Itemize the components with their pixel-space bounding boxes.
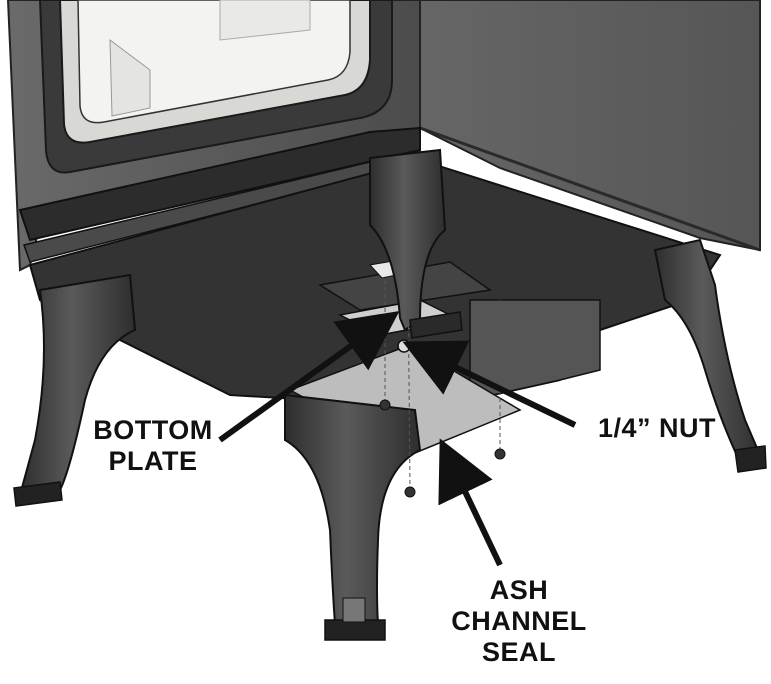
label-nut-text: 1/4” NUT: [597, 413, 717, 443]
nut-marker: [397, 339, 411, 353]
leader-arrows: [218, 310, 577, 567]
stove-door: [38, 0, 393, 174]
left-leg: [13, 273, 137, 507]
label-bottom-plate-line-2: PLATE: [108, 446, 198, 476]
stove-front-rail: [18, 126, 421, 263]
arrow-ash-channel-seal: [438, 438, 503, 567]
label-bottom-plate: BOTTOM PLATE: [78, 415, 228, 477]
right-leg: [653, 238, 767, 473]
rear-leg: [369, 148, 463, 339]
label-nut: 1/4” NUT: [582, 413, 732, 444]
arrow-bottom-plate: [218, 310, 400, 443]
label-ash-line-2: CHANNEL: [451, 606, 587, 636]
label-bottom-plate-line-1: BOTTOM: [93, 415, 213, 445]
label-ash-line-1: ASH: [489, 575, 549, 605]
label-ash-line-3: SEAL: [481, 637, 556, 667]
label-ash-channel-seal: ASH CHANNEL SEAL: [434, 575, 604, 668]
arrow-nut: [402, 340, 577, 428]
front-leg: [284, 393, 422, 641]
